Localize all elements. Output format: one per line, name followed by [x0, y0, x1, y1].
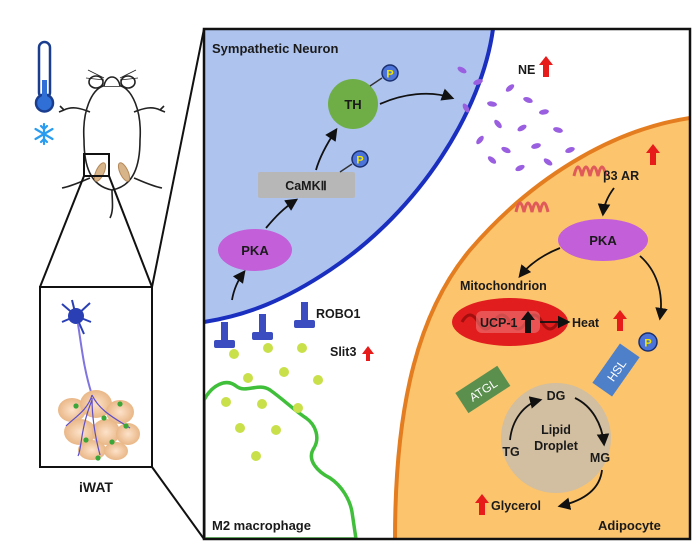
- robo1-label: ROBO1: [316, 307, 361, 321]
- heat-label: Heat: [572, 316, 600, 330]
- tg-label: TG: [502, 445, 519, 459]
- ucp1-up-arrow: [521, 311, 535, 333]
- slit3-up-arrow: [362, 346, 374, 361]
- pka-adipocyte-label: PKA: [589, 233, 617, 248]
- phospho-camkii: [351, 150, 369, 168]
- main-panel-frame: [202, 27, 692, 541]
- neuron-membrane: [204, 29, 495, 324]
- m2-macrophage-label: M2 macrophage: [212, 518, 311, 533]
- dg-label: DG: [547, 389, 566, 403]
- pka-neuron-label: PKA: [241, 243, 269, 258]
- mg-label: MG: [590, 451, 610, 465]
- phospho-hsl: [638, 332, 658, 352]
- slit3-dots: [221, 343, 323, 461]
- iwat-label: iWAT: [79, 479, 113, 495]
- adipocyte-membrane: [393, 116, 690, 539]
- robo1-receptors: [214, 302, 315, 348]
- thermometer-icon: [34, 40, 55, 113]
- pka-adipocyte-node: [558, 219, 648, 261]
- th-label: TH: [344, 97, 361, 112]
- heat-up-arrow: [613, 310, 627, 331]
- adipocyte-label: Adipocyte: [598, 518, 661, 533]
- mouse-icon: [58, 69, 166, 219]
- glycerol-up-arrow: [475, 494, 489, 515]
- fat-tissue-icon: [58, 390, 140, 461]
- camkii-node: [258, 172, 355, 198]
- svg-text:P: P: [644, 338, 651, 350]
- camkii-label: CaMKⅡ: [285, 179, 327, 193]
- beta3ar-up-arrow: [646, 144, 660, 165]
- lipid-droplet: [501, 383, 611, 493]
- ne-dots: [457, 66, 575, 172]
- th-node: [328, 79, 378, 129]
- glycerol-label: Glycerol: [491, 499, 541, 513]
- zoom-region: [83, 153, 110, 177]
- svg-text:P: P: [356, 155, 363, 167]
- ne-label: NE: [518, 63, 535, 77]
- neuron-icon: [61, 299, 93, 396]
- svg-text:P: P: [386, 69, 393, 81]
- pka-neuron-node: [218, 229, 292, 271]
- beta3ar-receptors: [514, 165, 608, 213]
- m2-macrophage-cell: [204, 380, 358, 539]
- beta3ar-label: β3 AR: [603, 169, 639, 183]
- snowflake-icon: [34, 122, 54, 146]
- lipid-droplet-label-line2: Droplet: [534, 439, 579, 453]
- ucp1-label: UCP-1: [480, 316, 518, 330]
- mitochondrion-label: Mitochondrion: [460, 279, 547, 293]
- slit3-label: Slit3: [330, 345, 356, 359]
- phospho-th: [381, 64, 399, 82]
- ne-up-arrow: [539, 56, 553, 77]
- sympathetic-neuron-label: Sympathetic Neuron: [212, 41, 338, 56]
- lipid-droplet-label-line1: Lipid: [541, 423, 571, 437]
